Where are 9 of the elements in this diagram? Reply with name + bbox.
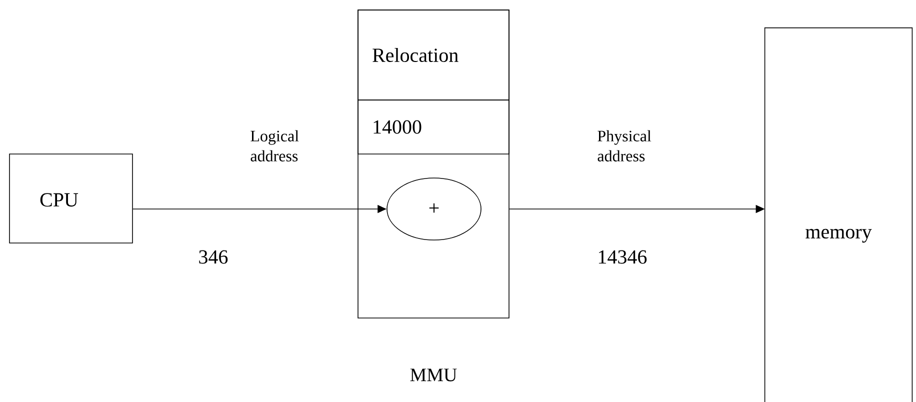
node-label: MMU [410, 368, 457, 382]
register-value-box: 14000 [358, 100, 510, 154]
address-value: 346 [199, 250, 228, 264]
edge-label: Physical address [598, 130, 652, 162]
memory-box: memory [764, 27, 913, 402]
address-value: 14346 [598, 250, 647, 264]
edge-label: Logical address [250, 130, 299, 162]
cpu-box: CPU [9, 154, 133, 244]
relocation-register-box: Relocation [358, 10, 510, 100]
